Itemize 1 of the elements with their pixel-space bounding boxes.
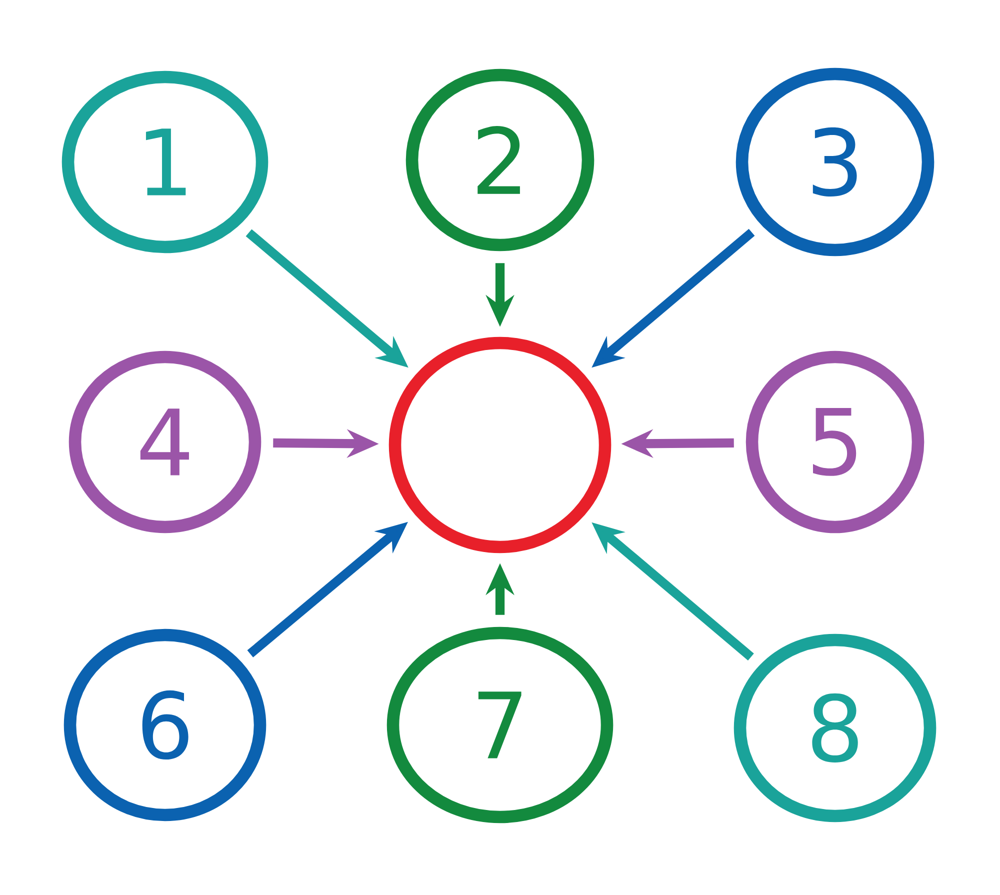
empty-circle: [388, 336, 612, 554]
